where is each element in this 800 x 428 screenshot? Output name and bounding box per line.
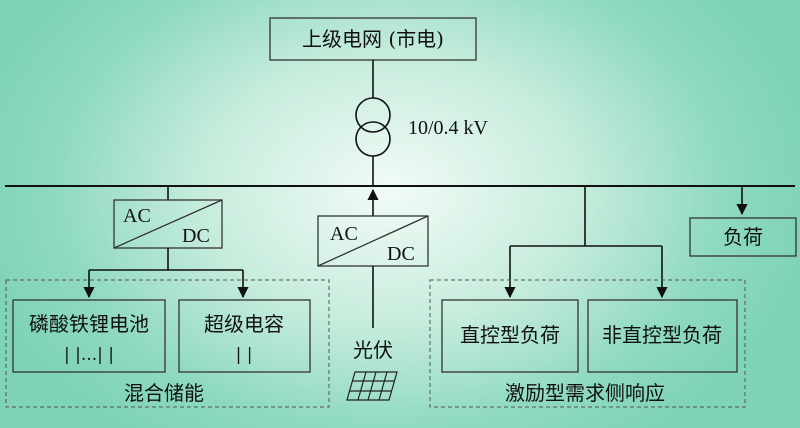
storage-ac-dc-converter: AC DC bbox=[113, 199, 223, 249]
utility-grid-label: 上级电网 (市电) bbox=[302, 27, 444, 51]
transformer-rating-label: 10/0.4 kV bbox=[408, 117, 489, 139]
pv-converter-dc-label: DC bbox=[387, 243, 415, 265]
demand-response-label: 激励型需求侧响应 bbox=[505, 381, 665, 405]
noncontrollable-load-box: 非直控型负荷 bbox=[587, 299, 738, 373]
pv-label: 光伏 bbox=[353, 338, 393, 362]
transformer-icon bbox=[355, 97, 391, 157]
hybrid-storage-label: 混合储能 bbox=[124, 381, 204, 405]
supercapacitor-symbol: | | bbox=[236, 345, 253, 365]
controllable-load-box: 直控型负荷 bbox=[441, 299, 579, 373]
battery-label: 磷酸铁锂电池 bbox=[29, 312, 149, 336]
supercapacitor-label: 超级电容 bbox=[204, 312, 284, 336]
storage-converter-dc-label: DC bbox=[182, 225, 210, 247]
demand-response-group bbox=[429, 279, 746, 408]
load-box: 负荷 bbox=[689, 217, 797, 257]
hybrid-storage-group bbox=[5, 279, 330, 408]
utility-grid-box: 上级电网 (市电) bbox=[269, 17, 477, 61]
load-label: 负荷 bbox=[723, 225, 763, 249]
supercapacitor-box: 超级电容 | | bbox=[178, 299, 311, 373]
storage-converter-ac-label: AC bbox=[123, 205, 151, 227]
solar-panel-icon bbox=[346, 371, 398, 401]
pv-ac-dc-converter: AC DC bbox=[317, 215, 429, 267]
battery-box: 磷酸铁锂电池 | |...| | bbox=[12, 299, 166, 373]
pv-converter-ac-label: AC bbox=[330, 223, 358, 245]
controllable-load-label: 直控型负荷 bbox=[460, 323, 560, 347]
noncontrollable-load-label: 非直控型负荷 bbox=[602, 323, 722, 347]
battery-cell-symbol: | |...| | bbox=[64, 345, 114, 365]
